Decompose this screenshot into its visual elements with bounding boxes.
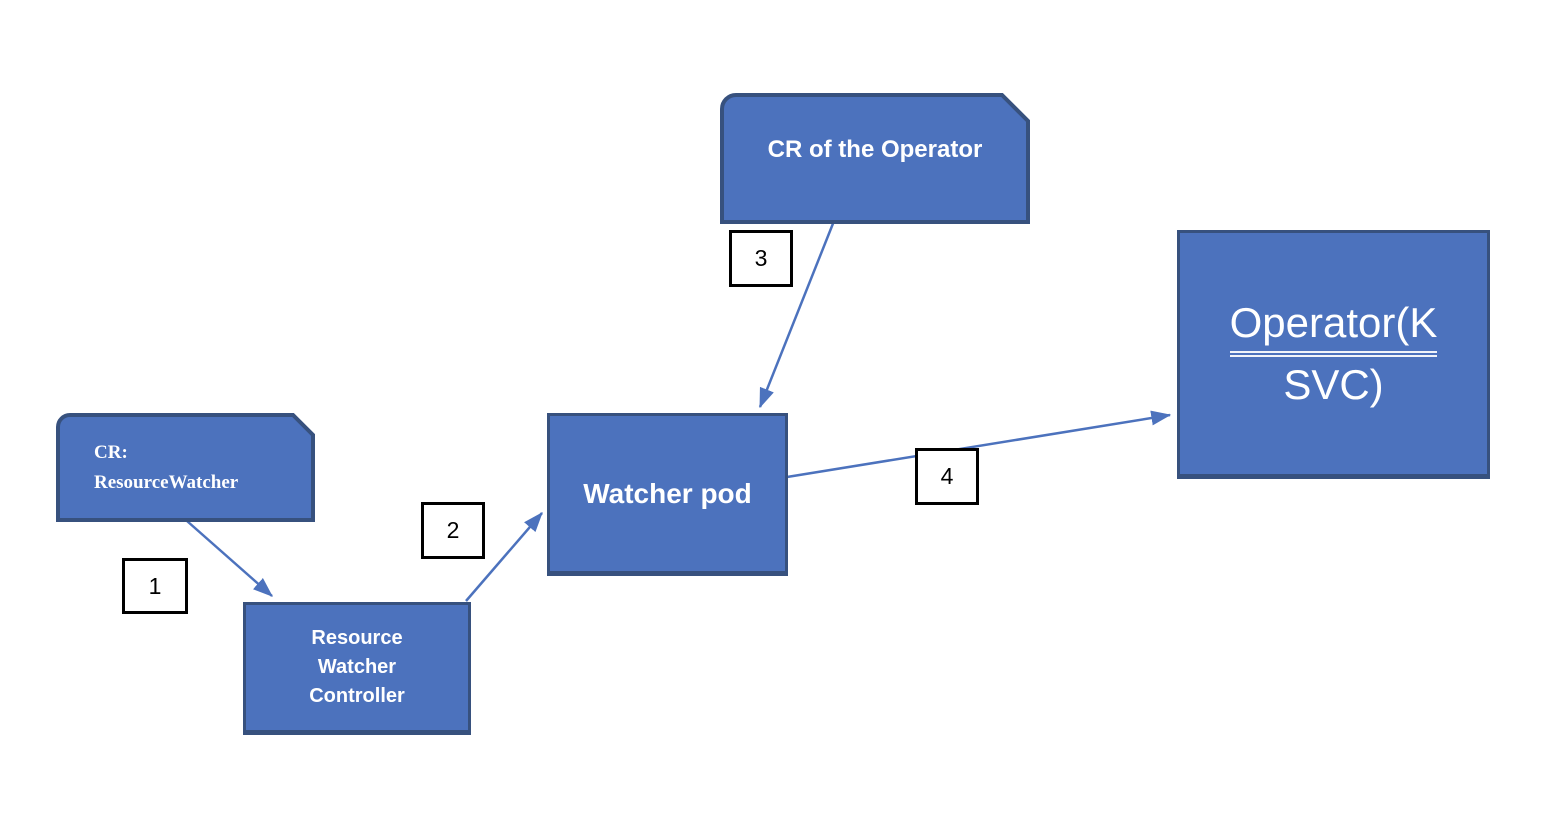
node-label: CR of the Operator xyxy=(767,135,983,163)
node-label-line: Watcher xyxy=(317,656,397,678)
step-label-4: 4 xyxy=(915,448,979,505)
node-label: Watcher pod xyxy=(583,477,752,509)
node-label-line: ResourceWatcher xyxy=(94,471,239,493)
node-cr-resourcewatcher: CR: ResourceWatcher xyxy=(56,413,315,522)
node-label-line: Resource xyxy=(311,627,403,649)
node-label: CR: ResourceWatcher xyxy=(58,415,313,520)
step-label-2: 2 xyxy=(421,502,485,559)
folded-shape xyxy=(720,93,1030,224)
node-cr-of-operator: CR of the Operator xyxy=(720,93,1030,224)
node-label-line: CR: xyxy=(94,441,128,463)
node-label-line: Controller xyxy=(309,685,405,707)
folded-shape xyxy=(56,413,315,522)
node-label-line: SVC) xyxy=(1283,361,1384,408)
step-label-3: 3 xyxy=(729,230,793,287)
node-resource-watcher-controller: Resource Watcher Controller xyxy=(243,602,471,735)
arrow-1-cr-resourcewatcher-to-controller xyxy=(186,520,273,597)
node-label-line: Operator(K xyxy=(1229,295,1438,357)
node-operator-ksvc: Operator(K SVC) xyxy=(1177,230,1490,479)
step-label-1: 1 xyxy=(122,558,188,614)
node-watcher-pod: Watcher pod xyxy=(547,413,788,576)
